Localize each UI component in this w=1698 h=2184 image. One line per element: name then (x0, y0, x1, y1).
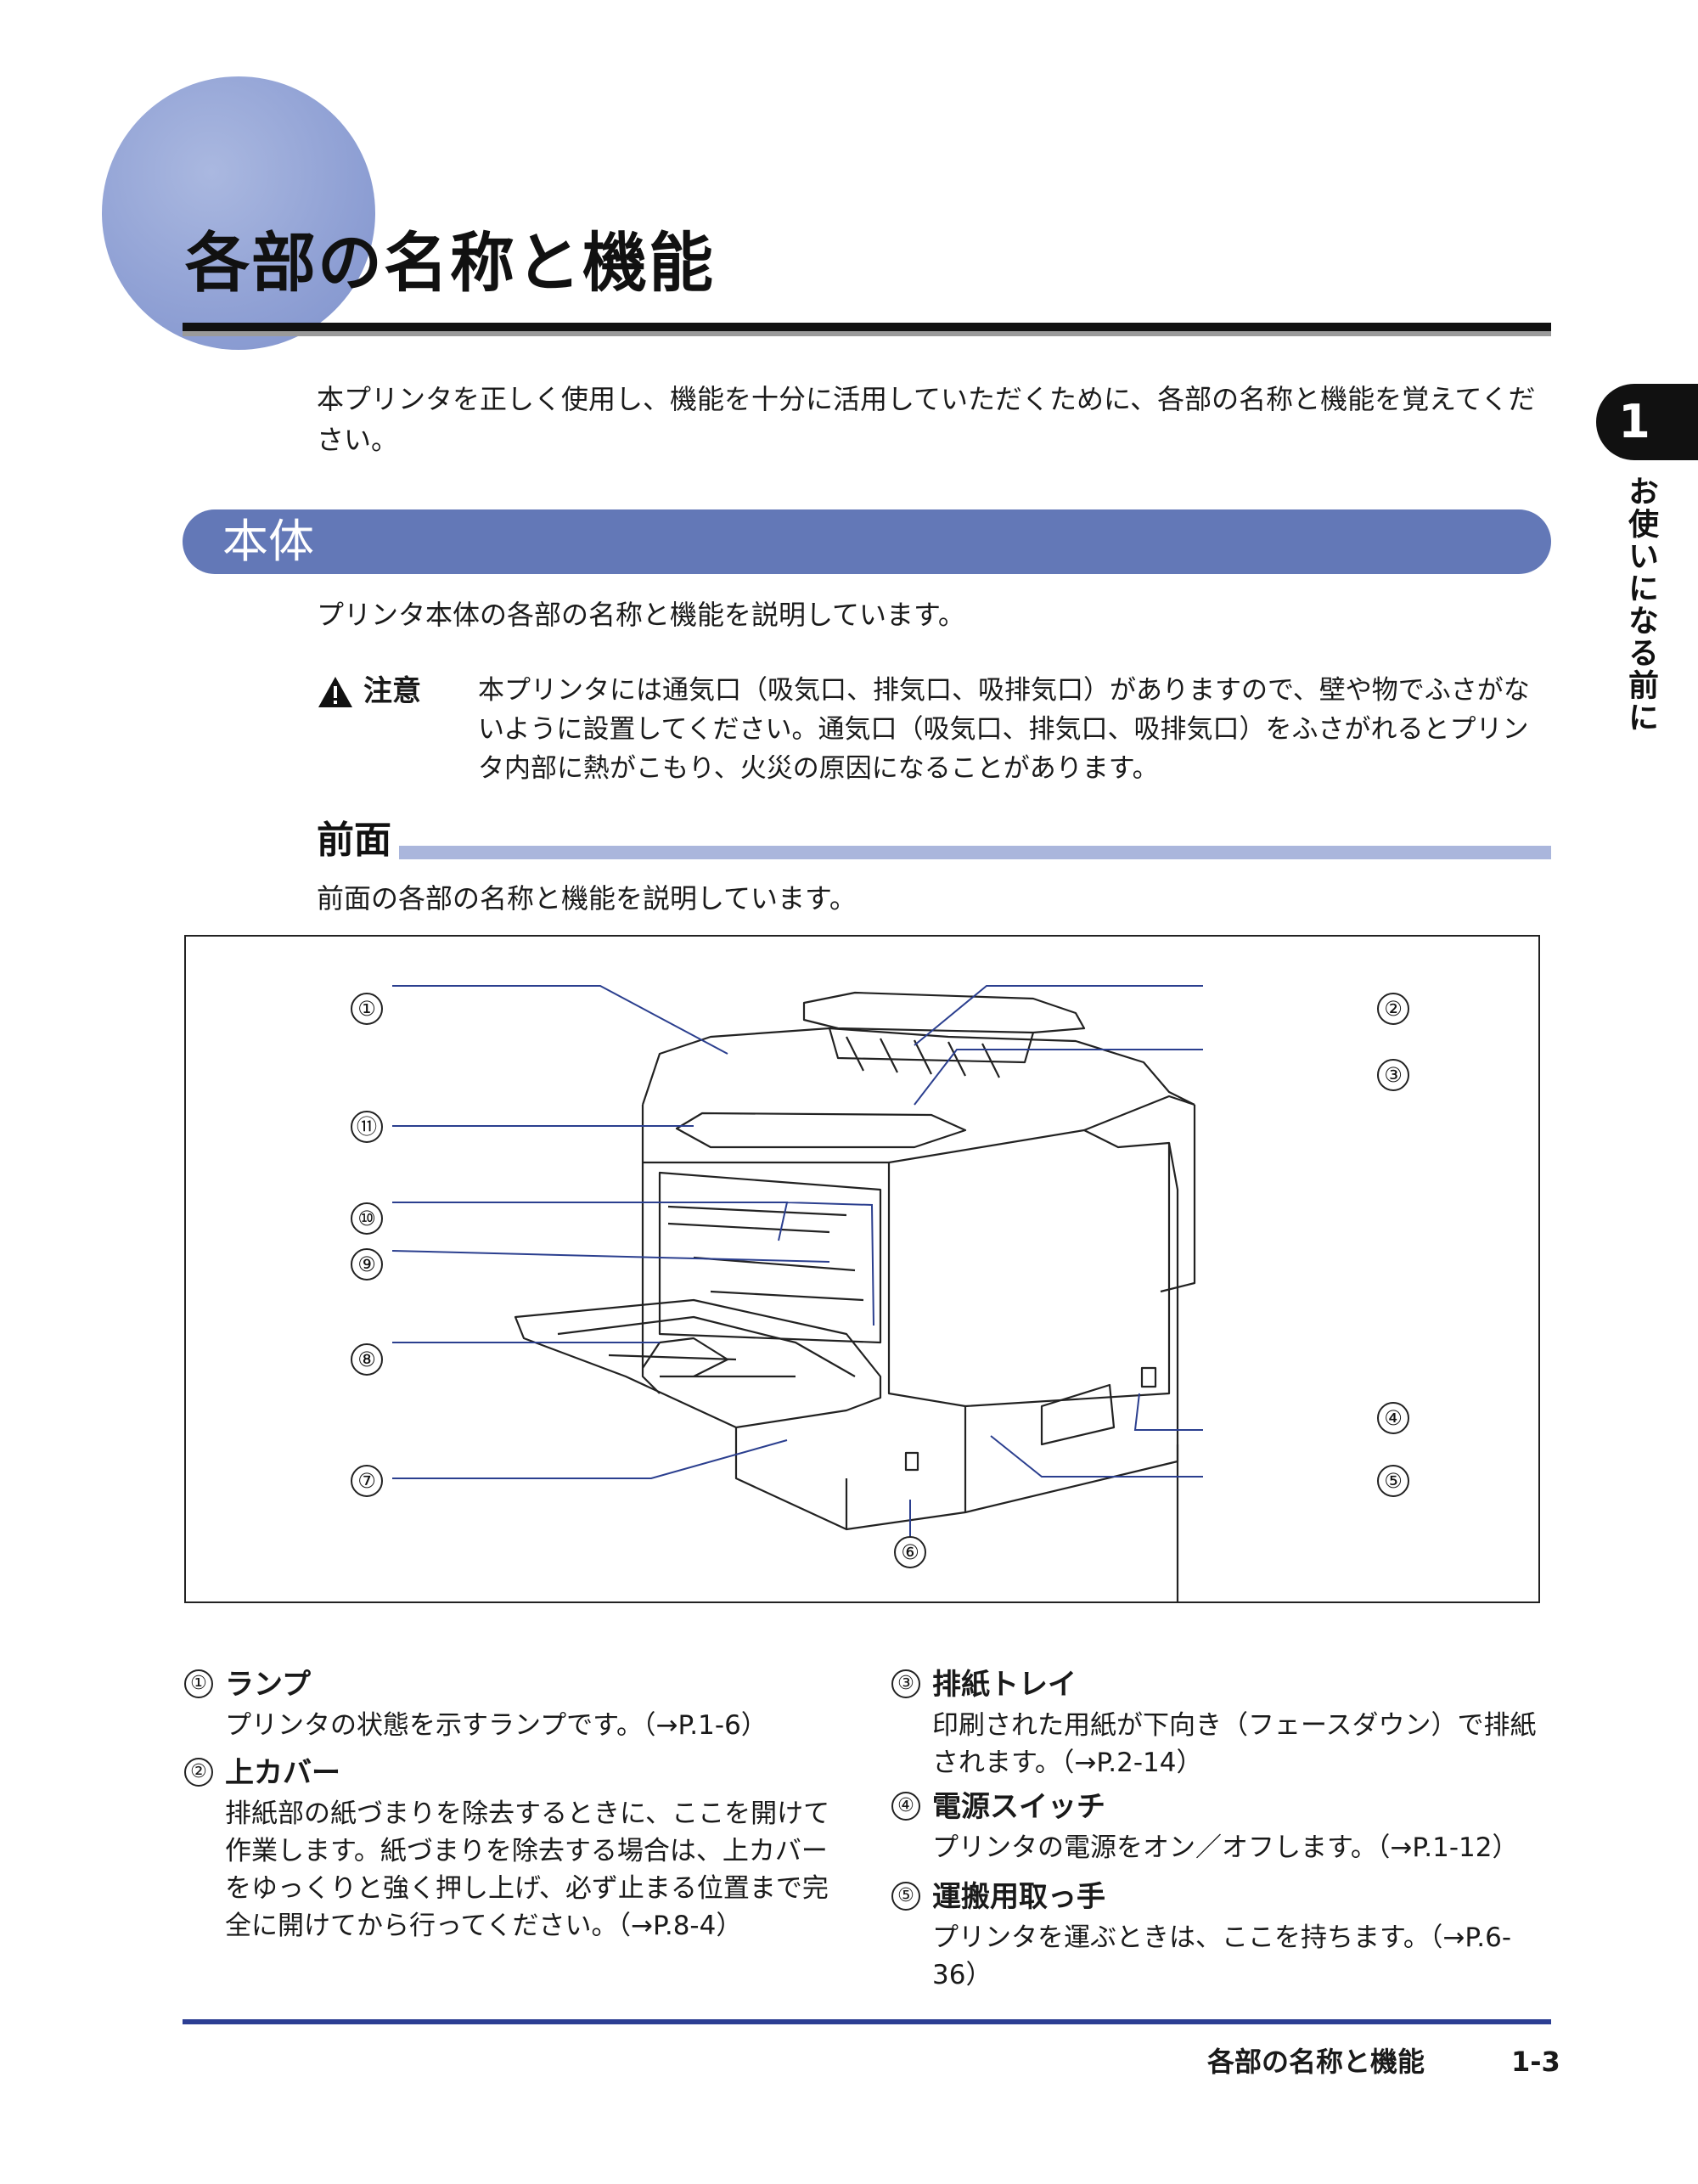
part-name: 電源スイッチ (932, 1790, 1105, 1824)
warning-icon (318, 677, 352, 707)
part-number: ③ (891, 1669, 920, 1698)
section-title: 本体 (222, 515, 314, 568)
callout-3: ③ (1377, 1059, 1409, 1091)
caution-label: 注意 (363, 674, 421, 708)
part-item: ⑤ 運搬用取っ手 プリンタを運ぶときは、ここを持ちます。（→P.6-36） (891, 1878, 1554, 1990)
title-rule-shadow (183, 331, 1551, 336)
callout-4: ④ (1377, 1402, 1409, 1434)
chapter-tab (1596, 384, 1698, 460)
part-name: ランプ (225, 1668, 311, 1702)
chapter-title: お使いになる前に (1623, 476, 1658, 734)
section-header-bar (183, 509, 1551, 574)
callout-2: ② (1377, 993, 1409, 1025)
page-number: 1-3 (1511, 2046, 1560, 2078)
decorative-circle (102, 76, 375, 350)
callout-9: ⑨ (351, 1248, 383, 1281)
part-item: ② 上カバー 排紙部の紙づまりを除去するときに、ここを開けて作業します。紙づまり… (184, 1754, 846, 1941)
printer-illustration (391, 985, 1203, 1603)
chapter-number: 1 (1618, 395, 1650, 448)
callout-8: ⑧ (351, 1343, 383, 1376)
callout-6: ⑥ (894, 1536, 926, 1568)
part-item: ④ 電源スイッチ プリンタの電源をオン／オフします。（→P.1-12） (891, 1788, 1554, 1865)
part-description: 排紙部の紙づまりを除去するときに、ここを開けて作業します。紙づまりを除去する場合… (225, 1798, 830, 1941)
part-number: ① (184, 1669, 213, 1698)
footer-rule (183, 2019, 1551, 2024)
part-number: ⑤ (891, 1882, 920, 1911)
part-item: ③ 排紙トレイ 印刷された用紙が下向き（フェースダウン）で排紙されます。（→P.… (891, 1666, 1554, 1778)
caution-text: 本プリンタには通気口（吸気口、排気口、吸排気口）がありますので、壁や物でふさがな… (478, 675, 1530, 784)
callout-5: ⑤ (1377, 1465, 1409, 1497)
part-name: 上カバー (225, 1756, 340, 1790)
subsection-description: 前面の各部の名称と機能を説明しています。 (317, 882, 857, 915)
part-description: プリンタの状態を示すランプです。（→P.1-6） (225, 1710, 767, 1741)
intro-text: 本プリンタを正しく使用し、機能を十分に活用していただくために、各部の名称と機能を… (317, 383, 1536, 456)
page-title: 各部の名称と機能 (185, 225, 715, 301)
part-description: 印刷された用紙が下向き（フェースダウン）で排紙されます。（→P.2-14） (932, 1710, 1537, 1778)
callout-10: ⑩ (351, 1202, 383, 1235)
callout-7: ⑦ (351, 1465, 383, 1497)
callout-11: ⑪ (351, 1111, 383, 1143)
title-rule (183, 323, 1551, 331)
footer-title: 各部の名称と機能 (1207, 2046, 1425, 2078)
part-name: 運搬用取っ手 (932, 1880, 1105, 1914)
part-description: プリンタの電源をオン／オフします。（→P.1-12） (932, 1832, 1519, 1863)
figure-frame (184, 935, 1540, 1603)
callout-1: ① (351, 993, 383, 1025)
section-description: プリンタ本体の各部の名称と機能を説明しています。 (317, 599, 965, 631)
part-name: 排紙トレイ (932, 1668, 1077, 1702)
subsection-rule (399, 846, 1551, 859)
part-item: ① ランプ プリンタの状態を示すランプです。（→P.1-6） (184, 1666, 846, 1742)
part-description: プリンタを運ぶときは、ここを持ちます。（→P.6-36） (932, 1922, 1512, 1990)
part-number: ② (184, 1758, 213, 1787)
part-number: ④ (891, 1792, 920, 1821)
subsection-title: 前面 (317, 819, 391, 862)
